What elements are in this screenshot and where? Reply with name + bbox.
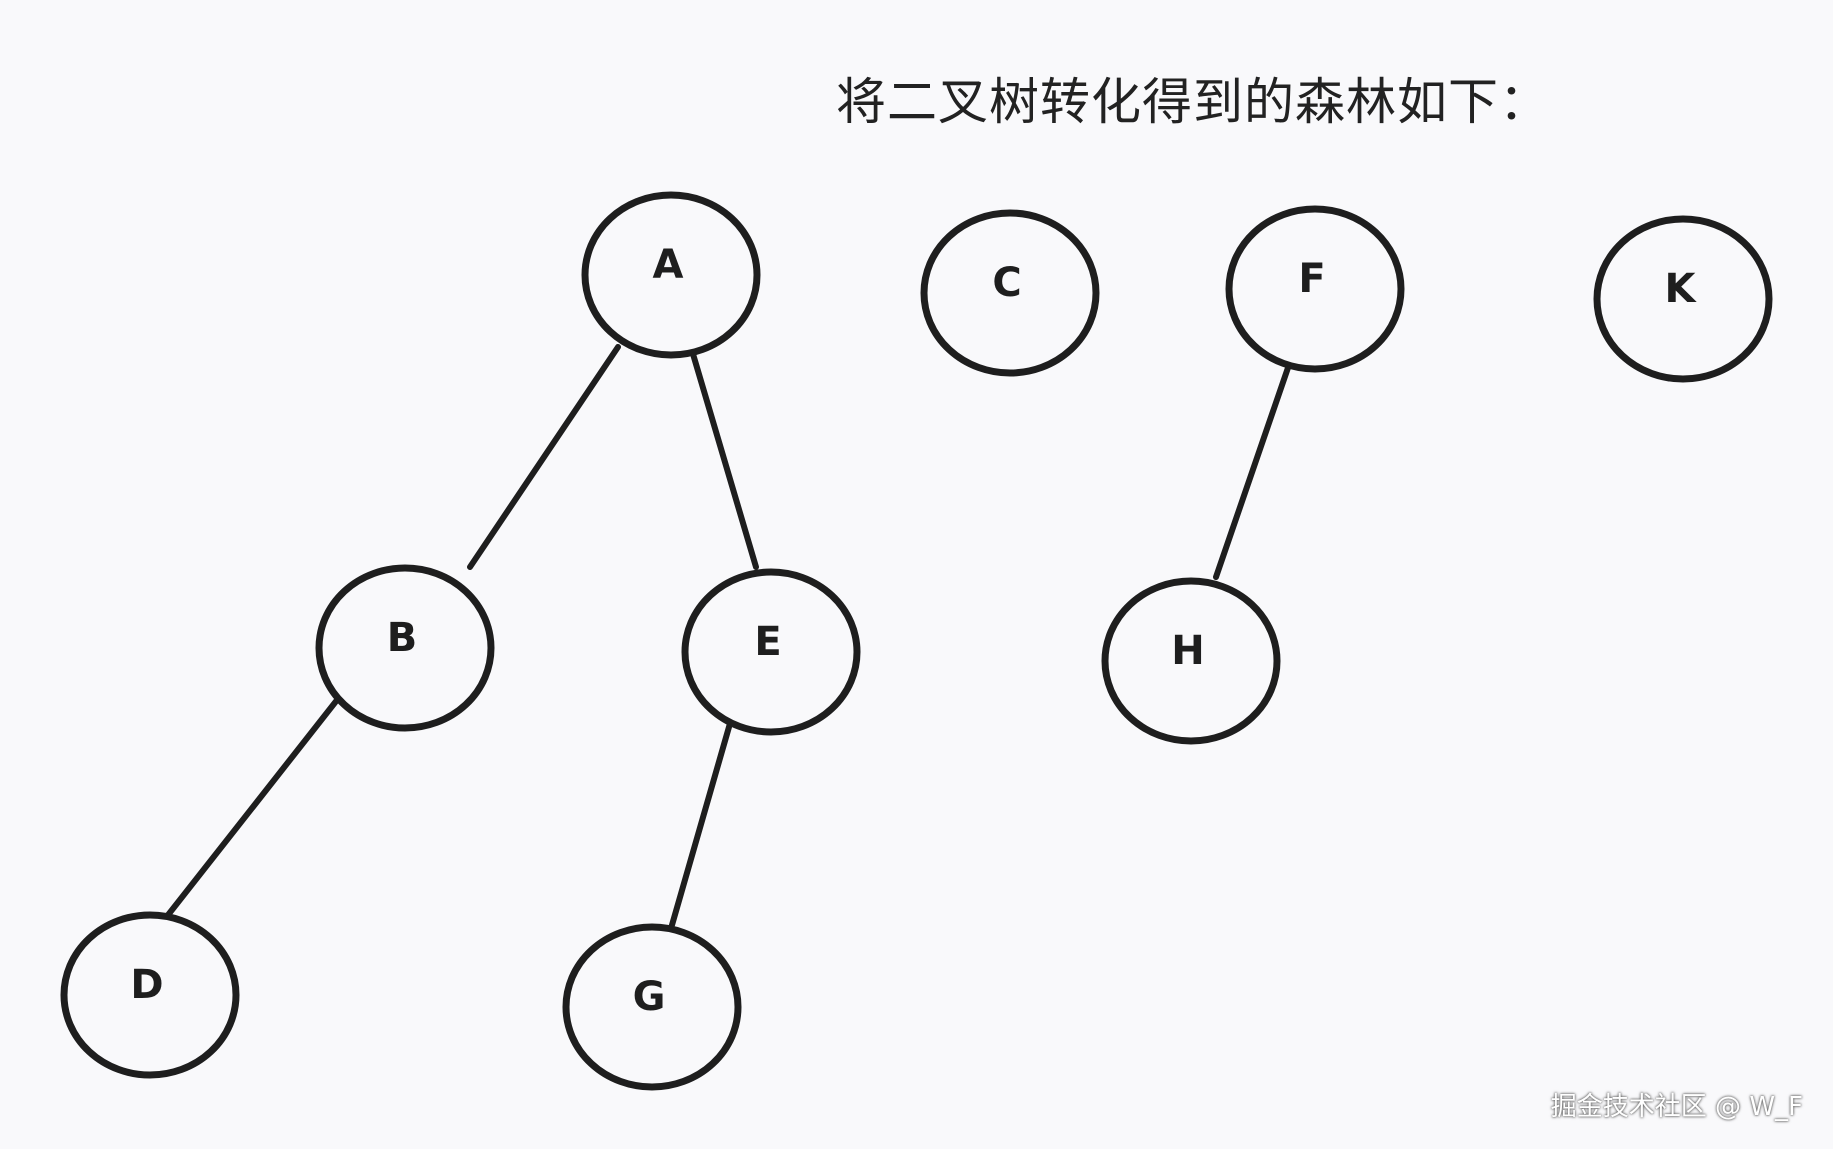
node-label-f: F — [1298, 256, 1325, 302]
node-circle-f — [1225, 205, 1405, 373]
node-label-g: G — [633, 974, 666, 1020]
node-label-k: K — [1665, 266, 1698, 312]
node-circle-d — [60, 911, 240, 1079]
node-circle-h — [1101, 577, 1281, 745]
node-label-a: A — [653, 242, 684, 288]
node-a: A — [581, 191, 761, 359]
node-circle-e — [681, 568, 861, 736]
node-circle-c — [920, 209, 1100, 377]
edge-f-h — [1213, 356, 1294, 580]
diagram-title: 将二叉树转化得到的森林如下： — [836, 73, 1550, 131]
edge-a-e — [690, 351, 759, 570]
node-k: K — [1593, 215, 1773, 383]
node-label-d: D — [130, 962, 163, 1008]
node-label-e: E — [754, 619, 781, 665]
edge-b-d — [165, 697, 340, 918]
node-b: B — [315, 564, 495, 732]
node-circle-b — [315, 564, 495, 732]
node-label-c: C — [992, 260, 1021, 306]
watermark: 掘金技术社区 @ W_F — [1550, 1092, 1803, 1122]
node-label-b: B — [387, 615, 418, 661]
node-circle-a — [581, 191, 761, 359]
node-e: E — [681, 568, 861, 736]
node-c: C — [920, 209, 1100, 377]
node-label-h: H — [1171, 628, 1204, 674]
node-circle-g — [562, 923, 742, 1091]
node-g: G — [562, 923, 742, 1091]
node-h: H — [1101, 577, 1281, 745]
edge-a-b — [467, 344, 621, 570]
node-f: F — [1225, 205, 1405, 373]
node-d: D — [60, 911, 240, 1079]
edge-e-g — [669, 717, 734, 928]
node-circle-k — [1593, 215, 1773, 383]
